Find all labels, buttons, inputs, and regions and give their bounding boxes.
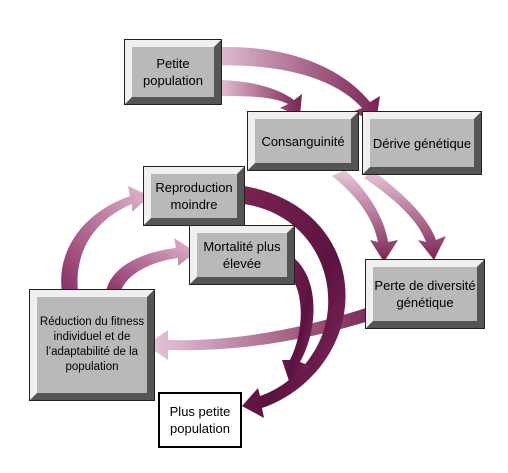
node-perte-diversite: Perte de diversité génétique — [365, 259, 485, 329]
node-label: Reproduction moindre — [155, 180, 233, 212]
node-consanguinite: Consanguinité — [247, 111, 359, 171]
node-plus-petite-population: Plus petite population — [158, 392, 242, 448]
node-label: Consanguinité — [261, 133, 345, 149]
node-label: Réduction du fitness individuel et de l’… — [39, 316, 145, 373]
arrow-mortalite-to-plus-petite — [282, 258, 314, 384]
arrow-perte-to-reduction — [146, 306, 378, 360]
node-petite-population: Petite population — [124, 39, 222, 105]
node-label: Petite population — [143, 56, 203, 88]
arrow-reduction-to-mortalite — [106, 238, 196, 294]
node-mortalite-plus-elevee: Mortalité plus élevée — [189, 225, 295, 285]
node-derive-genetique: Dérive génétique — [362, 111, 482, 175]
arrow-reproduction-to-plus-petite — [242, 186, 346, 418]
arrow-petite-to-derive — [205, 47, 380, 123]
arrow-derive-to-perte — [364, 170, 446, 260]
arrow-consanguinite-to-perte — [332, 170, 398, 262]
node-label: Perte de diversité génétique — [374, 278, 476, 310]
node-label: Plus petite population — [169, 404, 231, 436]
arrow-reduction-to-reproduction — [61, 186, 150, 292]
node-label: Mortalité plus élevée — [203, 239, 281, 271]
arrow-petite-to-consanguinite — [215, 80, 302, 116]
node-label: Dérive génétique — [372, 135, 472, 151]
node-reduction-fitness: Réduction du fitness individuel et de l’… — [29, 289, 155, 401]
node-reproduction-moindre: Reproduction moindre — [143, 166, 245, 226]
